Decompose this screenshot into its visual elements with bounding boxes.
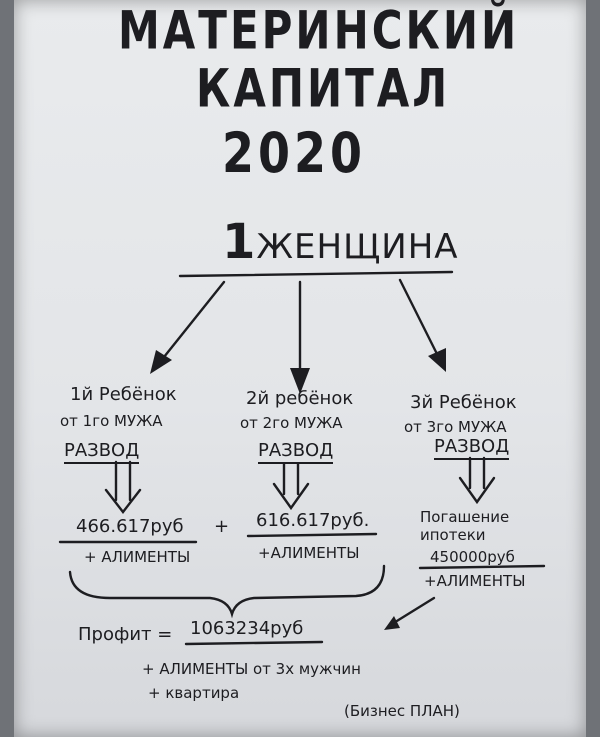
arrowhead-profit: [384, 616, 400, 630]
branch-3-amount: 450000руб: [430, 548, 515, 566]
branch-1-from: от 1го МУЖА: [60, 412, 163, 430]
branch-1-extra: + АЛИМЕНТЫ: [84, 548, 191, 566]
branch-3-child: 3й Ребёнок: [410, 392, 517, 413]
branch-1-child: 1й Ребёнок: [70, 384, 177, 405]
business-plan-note: (Бизнес ПЛАН): [344, 702, 460, 720]
bar-under-woman: [178, 270, 454, 278]
underline-amount-2: [246, 532, 378, 538]
branch-1-status: РАЗВОД: [64, 440, 140, 464]
branch-3-extra: +АЛИМЕНТЫ: [424, 572, 526, 590]
branch-3-status: РАЗВОД: [434, 436, 510, 460]
arrowhead-3: [428, 348, 446, 372]
title-line-1: МАТЕРИНСКИЙ: [118, 0, 520, 62]
branch-1-amount: 466.617руб: [76, 516, 184, 537]
woman-number: 1: [222, 214, 257, 270]
double-arrow-3: [458, 456, 496, 505]
underline-profit: [184, 640, 324, 646]
arrow-branch-3: [398, 278, 442, 362]
arrowhead-1: [150, 350, 172, 374]
branch-2-amount: 616.617руб.: [256, 510, 370, 531]
branch-2-extra: +АЛИМЕНТЫ: [258, 544, 360, 562]
arrowhead-2: [290, 368, 310, 394]
woman-word: ЖЕНЩИНА: [256, 227, 459, 267]
branch-2-child: 2й ребёнок: [246, 388, 354, 409]
plus-sign: +: [214, 516, 230, 537]
underline-amount-3: [418, 564, 546, 570]
branch-3-from: от 3го МУЖА: [404, 418, 507, 436]
double-arrow-2: [272, 462, 310, 511]
title-year: 2020: [222, 120, 367, 186]
profit-amount: 1063234руб: [190, 618, 304, 639]
arrow-branch-1: [158, 280, 226, 364]
branch-3-mortgage-line-1: Погашение: [420, 508, 510, 526]
arrow-to-profit: [390, 596, 436, 626]
branch-2-from: от 2го МУЖА: [240, 414, 343, 432]
branch-3-mortgage-line-2: ипотеки: [420, 526, 486, 544]
title-line-2: КАПИТАЛ: [196, 57, 451, 120]
profit-label: Профит =: [78, 624, 173, 645]
branch-2-status: РАЗВОД: [258, 440, 334, 464]
profit-extra-1: + АЛИМЕНТЫ от 3х мужчин: [142, 660, 361, 678]
woman-label: 1ЖЕНЩИНА: [222, 214, 459, 270]
brace: [68, 564, 386, 619]
profit-extra-2: + квартира: [148, 684, 240, 702]
double-arrow-1: [104, 460, 142, 514]
